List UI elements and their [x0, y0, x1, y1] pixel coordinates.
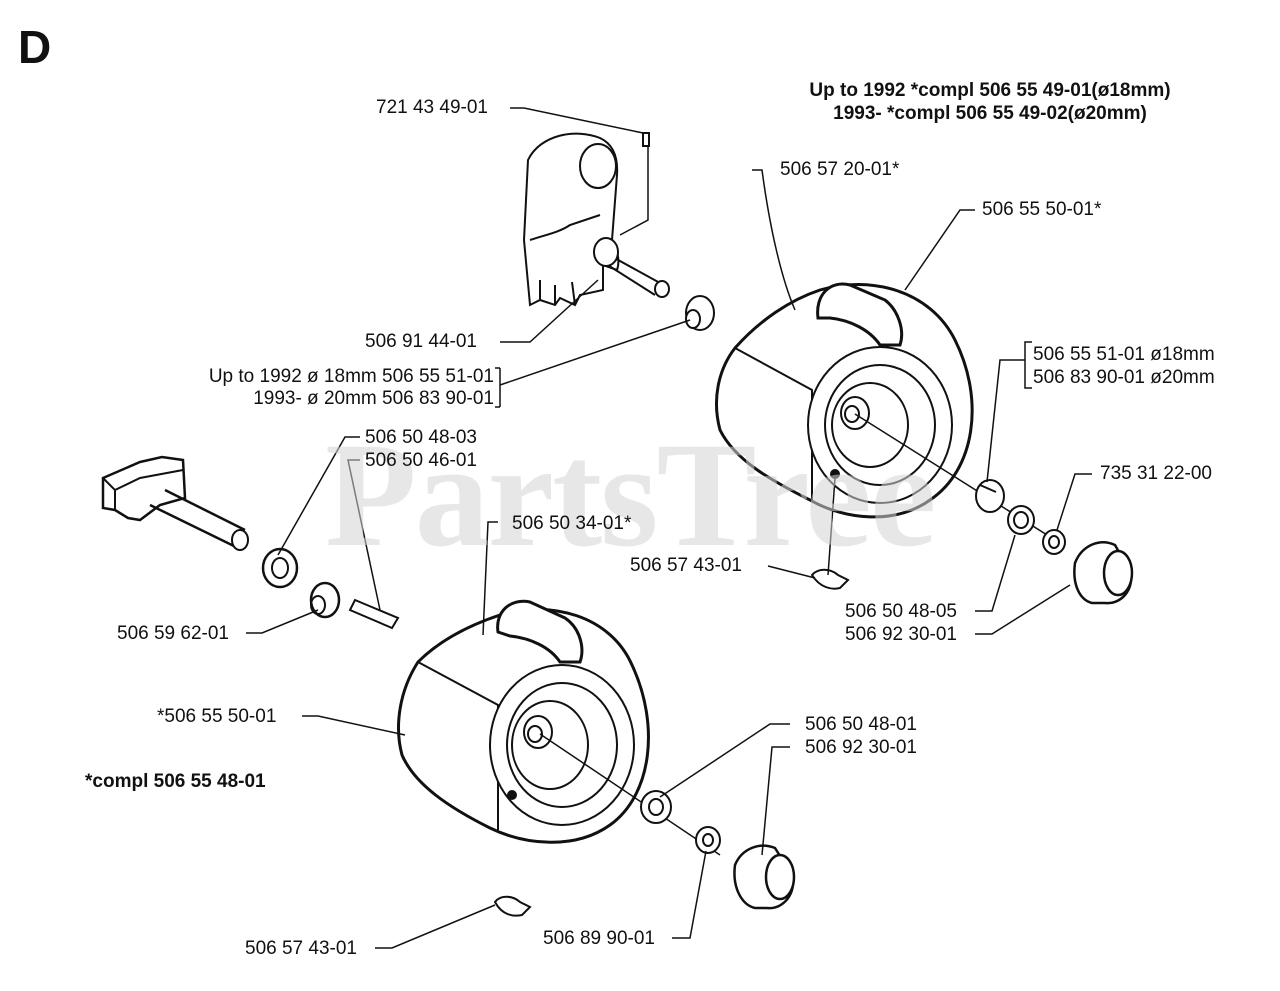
top-compl-note-1: Up to 1992 *compl 506 55 49-01(ø18mm)	[809, 80, 1171, 101]
part-label[interactable]: 506 89 90-01	[543, 928, 655, 949]
part-label[interactable]: 506 59 62-01	[117, 623, 229, 644]
bottom-compl-note: *compl 506 55 48-01	[85, 771, 266, 792]
part-label[interactable]: 1993- ø 20mm 506 83 90-01	[253, 388, 494, 409]
part-label[interactable]: 506 50 48-01	[805, 714, 917, 735]
part-label[interactable]: 506 92 30-01	[845, 624, 957, 645]
part-label[interactable]: 506 55 50-01*	[982, 199, 1102, 220]
part-label[interactable]: 506 55 51-01 ø18mm	[1033, 344, 1215, 365]
part-label[interactable]: 506 57 43-01	[245, 938, 357, 959]
watermark: PartsTree	[325, 412, 936, 578]
part-label[interactable]: 506 50 48-03	[365, 427, 477, 448]
part-label[interactable]: 721 43 49-01	[376, 97, 488, 118]
part-label[interactable]: 735 31 22-00	[1100, 463, 1212, 484]
part-label[interactable]: 506 50 46-01	[365, 450, 477, 471]
part-label[interactable]: *506 55 50-01	[157, 706, 277, 727]
part-label[interactable]: 506 57 20-01*	[780, 159, 900, 180]
part-label[interactable]: Up to 1992 ø 18mm 506 55 51-01	[208, 366, 494, 387]
section-letter: D	[18, 21, 52, 73]
part-label[interactable]: 506 92 30-01	[805, 737, 917, 758]
top-compl-note-2: 1993- *compl 506 55 49-02(ø20mm)	[833, 103, 1147, 124]
bottom-wheel	[397, 599, 721, 856]
top-right-parts	[810, 479, 1134, 605]
bracket-part	[522, 132, 670, 307]
part-label[interactable]: 506 50 48-05	[845, 601, 957, 622]
top-wheel	[715, 282, 1056, 541]
part-label[interactable]: 506 83 90-01 ø20mm	[1033, 367, 1215, 388]
axle-bracket-part	[101, 455, 249, 551]
part-label[interactable]: 506 50 34-01*	[512, 513, 632, 534]
part-label[interactable]: 506 57 43-01	[630, 555, 742, 576]
spacer-part	[685, 295, 715, 331]
part-label[interactable]: 506 91 44-01	[365, 331, 477, 352]
leader-lines	[246, 107, 1092, 949]
